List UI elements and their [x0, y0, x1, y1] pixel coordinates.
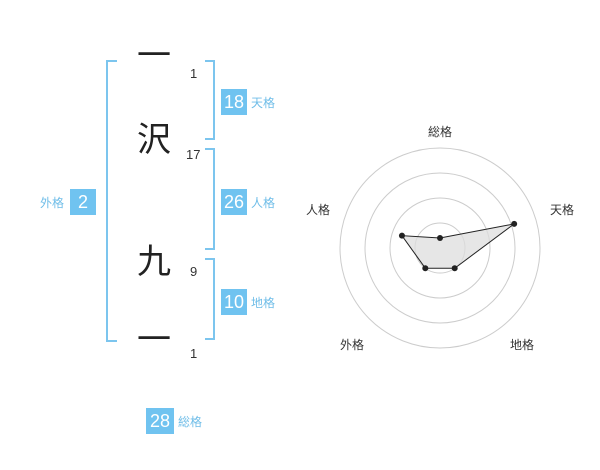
gaikaku-badge: 外格 2	[40, 189, 97, 215]
jinkaku-value: 26	[221, 189, 247, 215]
chikaku-badge: 10 地格	[221, 289, 275, 315]
radar-point-4	[422, 265, 429, 272]
soukaku-value: 28	[146, 408, 174, 434]
radar-axis-label-gaikaku: 外格	[340, 338, 365, 352]
soukaku-label: 総格	[178, 414, 203, 429]
radar-axis-label-soukaku: 総格	[428, 125, 453, 139]
tenkaku-badge: 18 天格	[221, 89, 275, 115]
stroke-count-2: 17	[186, 147, 201, 162]
name-char-3: 九	[137, 242, 171, 282]
radar-axis-label-chikaku: 地格	[510, 338, 535, 352]
gaikaku-bracket	[106, 60, 117, 342]
radar-ring	[389, 197, 491, 299]
name-char-1: 一	[137, 36, 171, 76]
tenkaku-value: 18	[221, 89, 247, 115]
name-char-4: 一	[137, 320, 171, 360]
radar-point-1	[437, 235, 443, 241]
radar-ring	[339, 147, 541, 349]
gaikaku-label: 外格	[40, 195, 65, 210]
soukaku-badge: 28 総格	[146, 408, 202, 434]
stroke-count-3: 9	[190, 264, 198, 279]
gaikaku-value: 2	[70, 189, 97, 215]
chikaku-bracket	[205, 258, 215, 340]
stroke-count-4: 1	[190, 346, 198, 361]
tenkaku-bracket	[205, 60, 215, 140]
chikaku-value: 10	[221, 289, 247, 315]
radar-value-polygon	[400, 223, 515, 269]
stroke-count-1: 1	[190, 66, 198, 81]
name-char-2: 沢	[137, 120, 171, 160]
tenkaku-label: 天格	[251, 95, 276, 110]
jinkaku-label: 人格	[251, 195, 276, 210]
radar-axis-label-tenkaku: 天格	[550, 203, 575, 217]
radar-point-2	[511, 220, 518, 227]
radar-point-5	[398, 232, 405, 239]
chikaku-label: 地格	[251, 295, 276, 310]
jinkaku-badge: 26 人格	[221, 189, 275, 215]
radar-axis-label-jinkaku: 人格	[306, 203, 331, 217]
radar-ring	[364, 172, 516, 324]
radar-point-3	[451, 265, 458, 272]
jinkaku-bracket	[205, 148, 215, 250]
